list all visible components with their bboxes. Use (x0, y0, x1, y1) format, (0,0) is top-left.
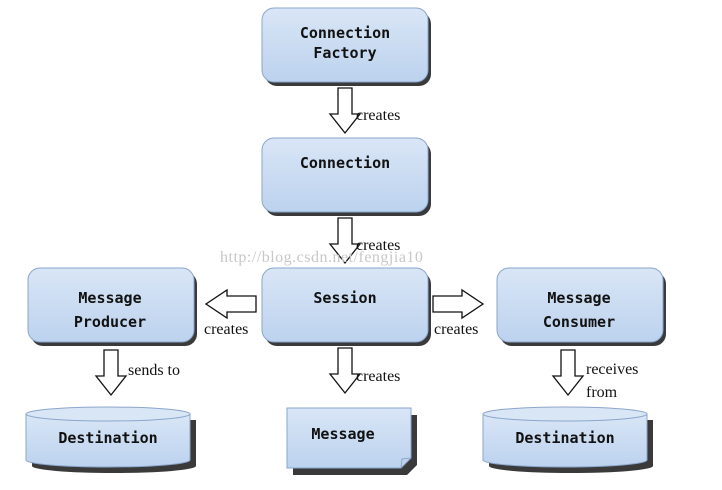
message-consumer-node: Message Consumer (496, 267, 666, 346)
edge-label-session-producer: creates (204, 321, 248, 338)
arrow-session-to-consumer: creates (432, 288, 485, 338)
destination-right-node: Destination (482, 406, 653, 473)
connection-factory-label-line1: Connection (300, 24, 390, 42)
destination-left-label: Destination (58, 429, 157, 447)
message-node: Message (286, 407, 417, 475)
edge-label-receives: receives (586, 361, 638, 378)
connection-factory-label-line2: Factory (313, 44, 376, 62)
destination-right-label: Destination (515, 429, 614, 447)
arrow-connection-to-session: creates (328, 217, 400, 265)
connection-node: Connection (261, 137, 431, 216)
message-producer-node: Message Producer (27, 267, 197, 346)
arrow-producer-to-destination: sends to (94, 349, 180, 397)
destination-left-node: Destination (25, 406, 196, 473)
edge-label-connection-session: creates (356, 237, 400, 254)
message-label: Message (311, 425, 374, 443)
connection-label: Connection (300, 154, 390, 172)
session-label: Session (313, 289, 376, 307)
edge-label-from: from (586, 384, 618, 401)
arrow-factory-to-connection: creates (328, 87, 400, 135)
arrow-session-to-producer: creates (204, 288, 257, 338)
message-consumer-label-line2: Consumer (543, 313, 615, 331)
arrow-session-to-message: creates (328, 347, 400, 395)
edge-label-session-message: creates (356, 368, 400, 385)
arrow-destination-to-consumer: receives from (551, 349, 638, 401)
message-producer-label-line2: Producer (74, 313, 146, 331)
edge-label-session-consumer: creates (434, 321, 478, 338)
connection-factory-node: Connection Factory (261, 7, 431, 86)
watermark-text: http://blog.csdn.net/fengjia10 (220, 249, 423, 266)
edge-label-producer-destination: sends to (128, 362, 180, 379)
edge-label-factory-connection: creates (356, 107, 400, 124)
message-consumer-label-line1: Message (547, 289, 610, 307)
session-node: Session (261, 267, 431, 346)
message-producer-label-line1: Message (78, 289, 141, 307)
